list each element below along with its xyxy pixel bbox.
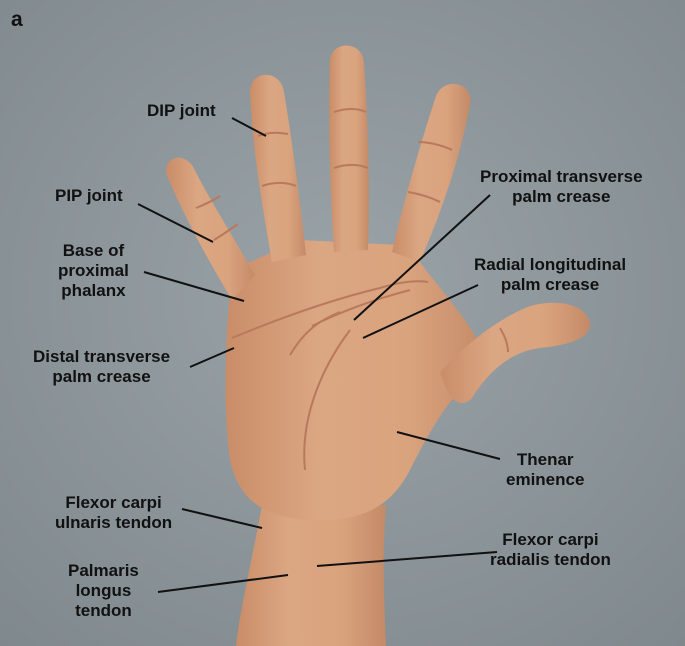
- finger-creases: [195, 108, 509, 353]
- label-thenar-eminence: Thenar eminence: [506, 450, 585, 489]
- leader-palmaris: [157, 574, 289, 593]
- label-proximal-transverse-crease: Proximal transverse palm crease: [480, 167, 643, 206]
- leader-dip: [231, 117, 267, 137]
- panel-label: a: [11, 8, 23, 31]
- label-radial-longitudinal-crease: Radial longitudinal palm crease: [474, 255, 627, 294]
- leader-proximal-crease: [353, 194, 491, 321]
- label-pip-joint: PIP joint: [55, 186, 123, 205]
- label-fcu-tendon: Flexor carpi ulnaris tendon: [55, 493, 173, 532]
- leader-base-phalanx: [143, 271, 245, 302]
- leader-pip: [137, 203, 214, 243]
- thumb: [440, 302, 591, 403]
- label-base-proximal-phalanx: Base of proximal phalanx: [58, 241, 129, 300]
- leader-fcu: [181, 508, 263, 529]
- middle-finger: [329, 45, 369, 252]
- palm-creases: [231, 280, 429, 471]
- leader-radial-crease: [362, 284, 479, 339]
- little-finger: [166, 157, 255, 300]
- label-distal-transverse-crease: Distal transverse palm crease: [33, 347, 171, 386]
- label-fcr-tendon: Flexor carpi radialis tendon: [490, 530, 611, 569]
- index-finger: [392, 83, 471, 263]
- forearm: [236, 505, 386, 646]
- label-dip-joint: DIP joint: [147, 101, 216, 120]
- leader-fcr: [316, 551, 498, 567]
- leader-distal-crease: [189, 347, 235, 368]
- label-palmaris-longus: Palmaris longus tendon: [68, 561, 139, 620]
- leader-thenar: [396, 431, 501, 460]
- leader-lines: [137, 117, 501, 593]
- ring-finger: [250, 74, 306, 262]
